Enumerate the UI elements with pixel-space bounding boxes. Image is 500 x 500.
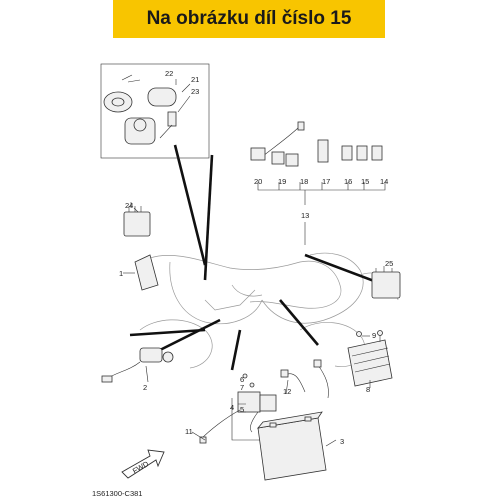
callout-24: 24 [125, 201, 133, 210]
rectifier-part-8 [347, 330, 393, 387]
callout-13: 13 [301, 211, 309, 220]
key-set-frame [100, 63, 210, 159]
leader-lock-2 [129, 328, 206, 337]
callout-1: 1 [119, 269, 123, 278]
callout-8: 8 [366, 385, 370, 394]
starter-relay [231, 373, 277, 441]
callout-23: 23 [191, 87, 199, 96]
callout-16: 16 [344, 177, 352, 186]
callout-17: 17 [322, 177, 330, 186]
callout-18: 18 [300, 177, 308, 186]
battery-part-3 [257, 411, 327, 481]
wire-10 [317, 364, 329, 399]
callout-9: 9 [372, 331, 376, 340]
ignition-switch-part [103, 74, 177, 145]
callout-19: 19 [278, 177, 286, 186]
callout-25: 25 [385, 259, 393, 268]
group-bracket [257, 182, 386, 191]
diagram-code: 1S61300-C381 [92, 489, 142, 498]
relay-25-part [371, 266, 401, 299]
callout-22: 22 [165, 69, 173, 78]
callout-20: 20 [254, 177, 262, 186]
title-text: Na obrázku díl číslo 15 [146, 8, 352, 29]
relay-24-part [123, 202, 151, 237]
callout-11: 11 [185, 427, 193, 436]
callout-7: 7 [240, 383, 244, 392]
callout-15: 15 [361, 177, 369, 186]
screw-part-9 [356, 331, 362, 337]
leader-harness [230, 329, 242, 371]
callout-3: 3 [340, 437, 344, 446]
forward-arrow [121, 449, 165, 479]
cover-part-1 [134, 254, 159, 291]
callout-14: 14 [380, 177, 388, 186]
callout-6: 6 [240, 375, 244, 384]
leader-main-switch [203, 154, 214, 281]
fuse-set [250, 121, 383, 167]
callout-4: 4 [230, 403, 234, 412]
callout-12: 12 [283, 387, 291, 396]
title-banner: Na obrázku díl číslo 15 [113, 0, 385, 38]
wire-11 [199, 409, 241, 441]
callout-2: 2 [143, 383, 147, 392]
leader-rectifier [279, 299, 319, 346]
callout-21: 21 [191, 75, 199, 84]
leader-key-switch [173, 144, 207, 266]
lock-part-2 [101, 347, 174, 383]
callout-5: 5 [240, 405, 244, 414]
